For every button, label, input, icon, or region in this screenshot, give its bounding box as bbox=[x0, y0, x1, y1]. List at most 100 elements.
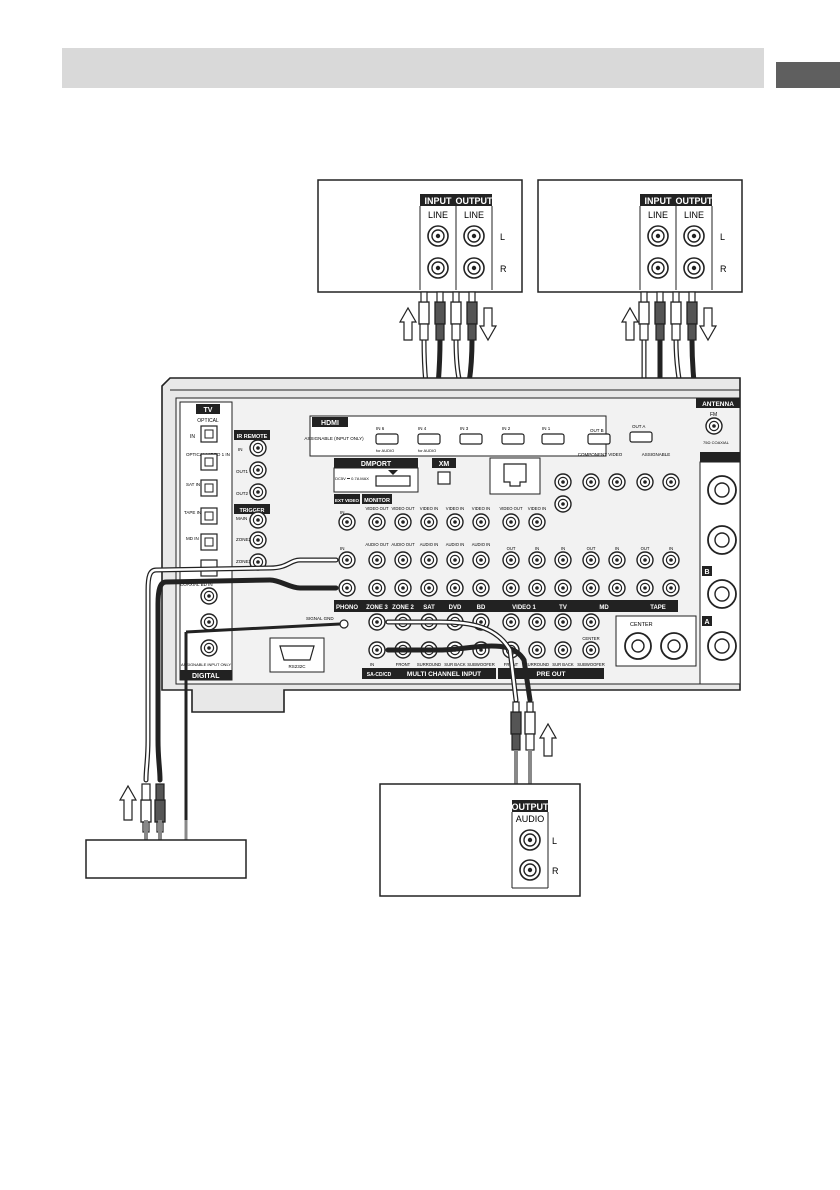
col-label-tv: TV bbox=[559, 605, 567, 611]
hdmi-in3-port[interactable] bbox=[459, 433, 483, 445]
sat-audio-in-l-jack[interactable] bbox=[420, 551, 438, 569]
tv-audio-in-l-jack[interactable] bbox=[554, 551, 572, 569]
trigger-zone2-jack[interactable] bbox=[249, 531, 267, 549]
component-in3-jack[interactable] bbox=[636, 473, 654, 491]
trigger-main-jack[interactable] bbox=[249, 511, 267, 529]
component-monitor-jack[interactable] bbox=[582, 473, 600, 491]
ir-in-jack[interactable] bbox=[249, 439, 267, 457]
trigger-main-label: MAIN bbox=[236, 516, 247, 521]
monitor-audio-out-l-jack[interactable] bbox=[368, 551, 386, 569]
tape-cable-plug-4 bbox=[686, 291, 698, 341]
hdmi-in1-port[interactable] bbox=[541, 433, 565, 445]
video1-audio-out-l-jack[interactable] bbox=[502, 551, 520, 569]
bd-audio-in-l-jack[interactable] bbox=[472, 551, 490, 569]
sacd-l-jack[interactable] bbox=[368, 613, 386, 631]
md-out-l-jack[interactable] bbox=[582, 551, 600, 569]
preout-front-l-jack[interactable] bbox=[502, 613, 520, 631]
zone2-video-out-jack[interactable] bbox=[394, 513, 412, 531]
player-out-r-jack[interactable] bbox=[519, 859, 541, 881]
tape-out-l-jack[interactable] bbox=[636, 551, 654, 569]
antenna-fm-jack[interactable] bbox=[705, 417, 723, 435]
component-in1-jack[interactable] bbox=[662, 473, 680, 491]
recorder-tape-in-r-jack[interactable] bbox=[647, 257, 669, 279]
pre-out-label: PRE OUT bbox=[537, 671, 566, 678]
bd-audio-in-r-jack[interactable] bbox=[472, 579, 490, 597]
signal-gnd-terminal[interactable] bbox=[339, 619, 349, 629]
recorder-md-out-r-jack[interactable] bbox=[463, 257, 485, 279]
tape-out-r-jack[interactable] bbox=[636, 579, 654, 597]
dmport-connector[interactable] bbox=[375, 475, 411, 487]
sacd-r-jack[interactable] bbox=[368, 641, 386, 659]
dmport-rating: DC5V ⎓ 0.7A MAX bbox=[335, 476, 369, 481]
ir-out2-jack[interactable] bbox=[249, 483, 267, 501]
rs232c-port[interactable] bbox=[279, 645, 315, 661]
preout-center-label: CENTER bbox=[582, 636, 599, 641]
ethernet-port[interactable] bbox=[503, 463, 527, 487]
recorder-md-in-l-jack[interactable] bbox=[427, 225, 449, 247]
coaxial-jack-2[interactable] bbox=[200, 613, 218, 631]
player-l-label: L bbox=[552, 836, 557, 846]
phono-l-jack[interactable] bbox=[338, 551, 356, 569]
sat-audio-in-r-jack[interactable] bbox=[420, 579, 438, 597]
component-pb-jack[interactable] bbox=[554, 495, 572, 513]
preout-surback-r-jack[interactable] bbox=[554, 641, 572, 659]
coaxial-jack-3[interactable] bbox=[200, 639, 218, 657]
hdmi-in4-for-audio: for AUDIO bbox=[418, 448, 436, 453]
component-y-jack[interactable] bbox=[554, 473, 572, 491]
recorder-tape-out-r-jack[interactable] bbox=[683, 257, 705, 279]
recorder-md-output-tag bbox=[456, 194, 492, 206]
signal-gnd-label: SIGNAL GND bbox=[306, 616, 334, 621]
md-in-l-jack[interactable] bbox=[608, 551, 626, 569]
video1-video-out-jack[interactable] bbox=[502, 513, 520, 531]
ext-video-in-jack[interactable] bbox=[338, 513, 356, 531]
hdmi-out-a-label: OUT A bbox=[632, 424, 645, 429]
hdmi-out-a-port[interactable] bbox=[629, 431, 653, 443]
hdmi-out-b-port[interactable] bbox=[587, 433, 611, 445]
dvd-audio-in-l-jack[interactable] bbox=[446, 551, 464, 569]
tape-in-l-jack[interactable] bbox=[662, 551, 680, 569]
video1-audio-in-r-jack[interactable] bbox=[528, 579, 546, 597]
zone2-audio-out-l-jack[interactable] bbox=[394, 551, 412, 569]
dvd-video-in-jack[interactable] bbox=[446, 513, 464, 531]
xm-connector[interactable] bbox=[437, 471, 451, 485]
sacd-label: SA-CD/CD bbox=[367, 672, 392, 678]
monitor-video-out-jack[interactable] bbox=[368, 513, 386, 531]
sat-video-in-jack[interactable] bbox=[420, 513, 438, 531]
recorder-tape-in-l-jack[interactable] bbox=[647, 225, 669, 247]
speaker-a-label: A bbox=[704, 619, 709, 626]
phono-r-jack[interactable] bbox=[338, 579, 356, 597]
player-audio-label: AUDIO bbox=[516, 814, 545, 824]
bd-video-in-jack[interactable] bbox=[472, 513, 490, 531]
ir-out1-jack[interactable] bbox=[249, 461, 267, 479]
recorder-tape-l-label: L bbox=[720, 232, 725, 242]
video1-video-in-jack[interactable] bbox=[528, 513, 546, 531]
video1-audio-in-l-jack[interactable] bbox=[528, 551, 546, 569]
tape-signal-up-arrow bbox=[620, 306, 640, 341]
recorder-md-in-r-jack[interactable] bbox=[427, 257, 449, 279]
coaxial-bd-jack[interactable] bbox=[200, 587, 218, 605]
hdmi-in4-port[interactable] bbox=[417, 433, 441, 445]
preout-subwoofer-jack[interactable] bbox=[582, 641, 600, 659]
preout-surback-l-jack[interactable] bbox=[554, 613, 572, 631]
hdmi-in2-port[interactable] bbox=[501, 433, 525, 445]
zone2-audio-out-r-jack[interactable] bbox=[394, 579, 412, 597]
tape-in-r-jack[interactable] bbox=[662, 579, 680, 597]
dvd-audio-in-r-jack[interactable] bbox=[446, 579, 464, 597]
recorder-md-input-label: INPUT bbox=[425, 196, 453, 206]
player-out-l-jack[interactable] bbox=[519, 829, 541, 851]
tv-audio-in-r-jack[interactable] bbox=[554, 579, 572, 597]
hdmi-title: HDMI bbox=[321, 420, 339, 427]
preout-surround-l-jack[interactable] bbox=[528, 613, 546, 631]
video1-audio-out-r-jack[interactable] bbox=[502, 579, 520, 597]
component-in2-jack[interactable] bbox=[608, 473, 626, 491]
hdmi-in6-port[interactable] bbox=[375, 433, 399, 445]
md-out-r-jack[interactable] bbox=[582, 579, 600, 597]
recorder-md-out-l-jack[interactable] bbox=[463, 225, 485, 247]
preout-center-jack[interactable] bbox=[582, 613, 600, 631]
preout-surback-label: SUR BACK bbox=[552, 662, 574, 667]
recorder-tape-out-l-jack[interactable] bbox=[683, 225, 705, 247]
section-header-bar bbox=[62, 48, 764, 88]
md-in-r-jack[interactable] bbox=[608, 579, 626, 597]
zone3-audio-r-jack[interactable] bbox=[368, 579, 386, 597]
preout-surround-r-jack[interactable] bbox=[528, 641, 546, 659]
